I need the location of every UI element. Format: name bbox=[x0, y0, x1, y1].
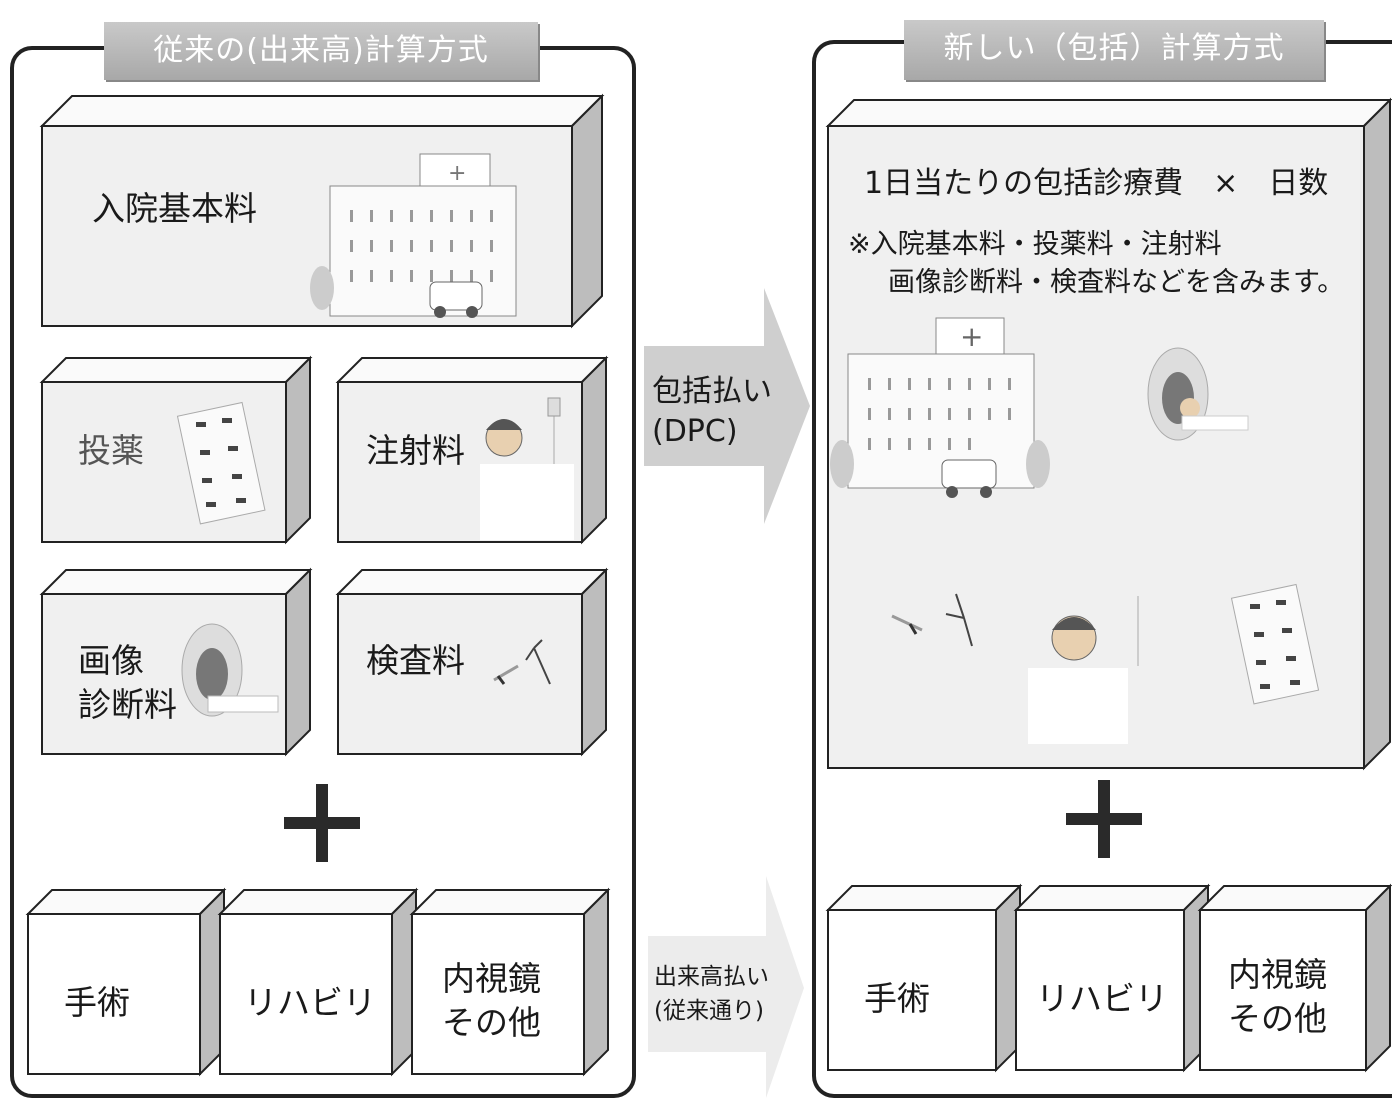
right-endoscope-box: 内視鏡 その他 bbox=[1197, 883, 1392, 1073]
bundled-fee-box: + 1日当たりの包括診療費 × 日数 ※入院基本料・投薬料・注射料 bbox=[825, 97, 1392, 771]
basic-fee-label: 入院基本料 bbox=[92, 189, 257, 228]
fee-for-service-arrow bbox=[648, 876, 804, 1098]
dpc-arrow bbox=[644, 288, 810, 524]
imaging-box: 画像 診断料 bbox=[39, 567, 313, 757]
plus-icon-left-vertical bbox=[316, 784, 328, 862]
fee-for-service-label-2: (従来通り) bbox=[654, 998, 764, 1024]
right-rehab-label: リハビリ bbox=[1036, 979, 1168, 1018]
left-panel-title: 従来の(出来高)計算方式 bbox=[104, 22, 538, 80]
basic-fee-box: + 入院基本料 bbox=[39, 93, 605, 329]
patient-icon-right bbox=[1028, 596, 1139, 744]
mri-scanner-icon bbox=[181, 623, 279, 717]
syringe-icon bbox=[493, 639, 551, 685]
hospital-icon-right: + bbox=[830, 317, 1050, 498]
left-endoscope-box: 内視鏡 その他 bbox=[409, 887, 611, 1077]
left-endoscope-label-2: その他 bbox=[442, 1003, 541, 1042]
exam-box: 検査料 bbox=[335, 567, 609, 757]
right-surgery-box: 手術 bbox=[825, 883, 1023, 1073]
right-endoscope-label-1: 内視鏡 bbox=[1228, 955, 1327, 994]
right-surgery-label: 手術 bbox=[864, 979, 930, 1018]
hospital-icon: + bbox=[310, 153, 517, 318]
medication-box: 投薬 bbox=[39, 355, 313, 545]
patient-icon bbox=[480, 397, 574, 540]
medication-label: 投薬 bbox=[78, 431, 144, 470]
right-endoscope-label-2: その他 bbox=[1228, 999, 1327, 1038]
pill-pack-icon bbox=[176, 401, 266, 525]
imaging-label-2: 診断料 bbox=[78, 685, 177, 724]
fee-for-service-label-1: 出来高払い bbox=[654, 964, 769, 990]
pill-pack-icon-right bbox=[1230, 583, 1320, 705]
dpc-arrow-label-1: 包括払い bbox=[652, 374, 772, 409]
plus-icon-right-vertical bbox=[1098, 780, 1110, 858]
injection-label: 注射料 bbox=[366, 431, 465, 470]
left-surgery-label: 手術 bbox=[64, 983, 130, 1022]
imaging-label-1: 画像 bbox=[78, 641, 144, 680]
svg-text:+: + bbox=[448, 161, 466, 186]
svg-text:+: + bbox=[960, 320, 983, 353]
left-surgery-box: 手術 bbox=[25, 887, 227, 1077]
mri-scanner-icon-right bbox=[1147, 347, 1249, 441]
syringe-icon-right bbox=[891, 593, 973, 647]
bundled-note-1: ※入院基本料・投薬料・注射料 bbox=[848, 229, 1222, 260]
bundled-formula: 1日当たりの包括診療費 × 日数 bbox=[864, 166, 1329, 201]
right-panel-title: 新しい（包括）計算方式 bbox=[904, 20, 1324, 80]
left-rehab-box: リハビリ bbox=[217, 887, 419, 1077]
left-rehab-label: リハビリ bbox=[244, 983, 376, 1022]
right-rehab-box: リハビリ bbox=[1013, 883, 1211, 1073]
left-endoscope-label-1: 内視鏡 bbox=[442, 959, 541, 998]
exam-label: 検査料 bbox=[366, 641, 465, 680]
injection-box: 注射料 bbox=[335, 355, 609, 545]
bundled-note-2: 画像診断料・検査料などを含みます。 bbox=[888, 267, 1345, 298]
dpc-arrow-label-2: (DPC) bbox=[652, 414, 738, 449]
